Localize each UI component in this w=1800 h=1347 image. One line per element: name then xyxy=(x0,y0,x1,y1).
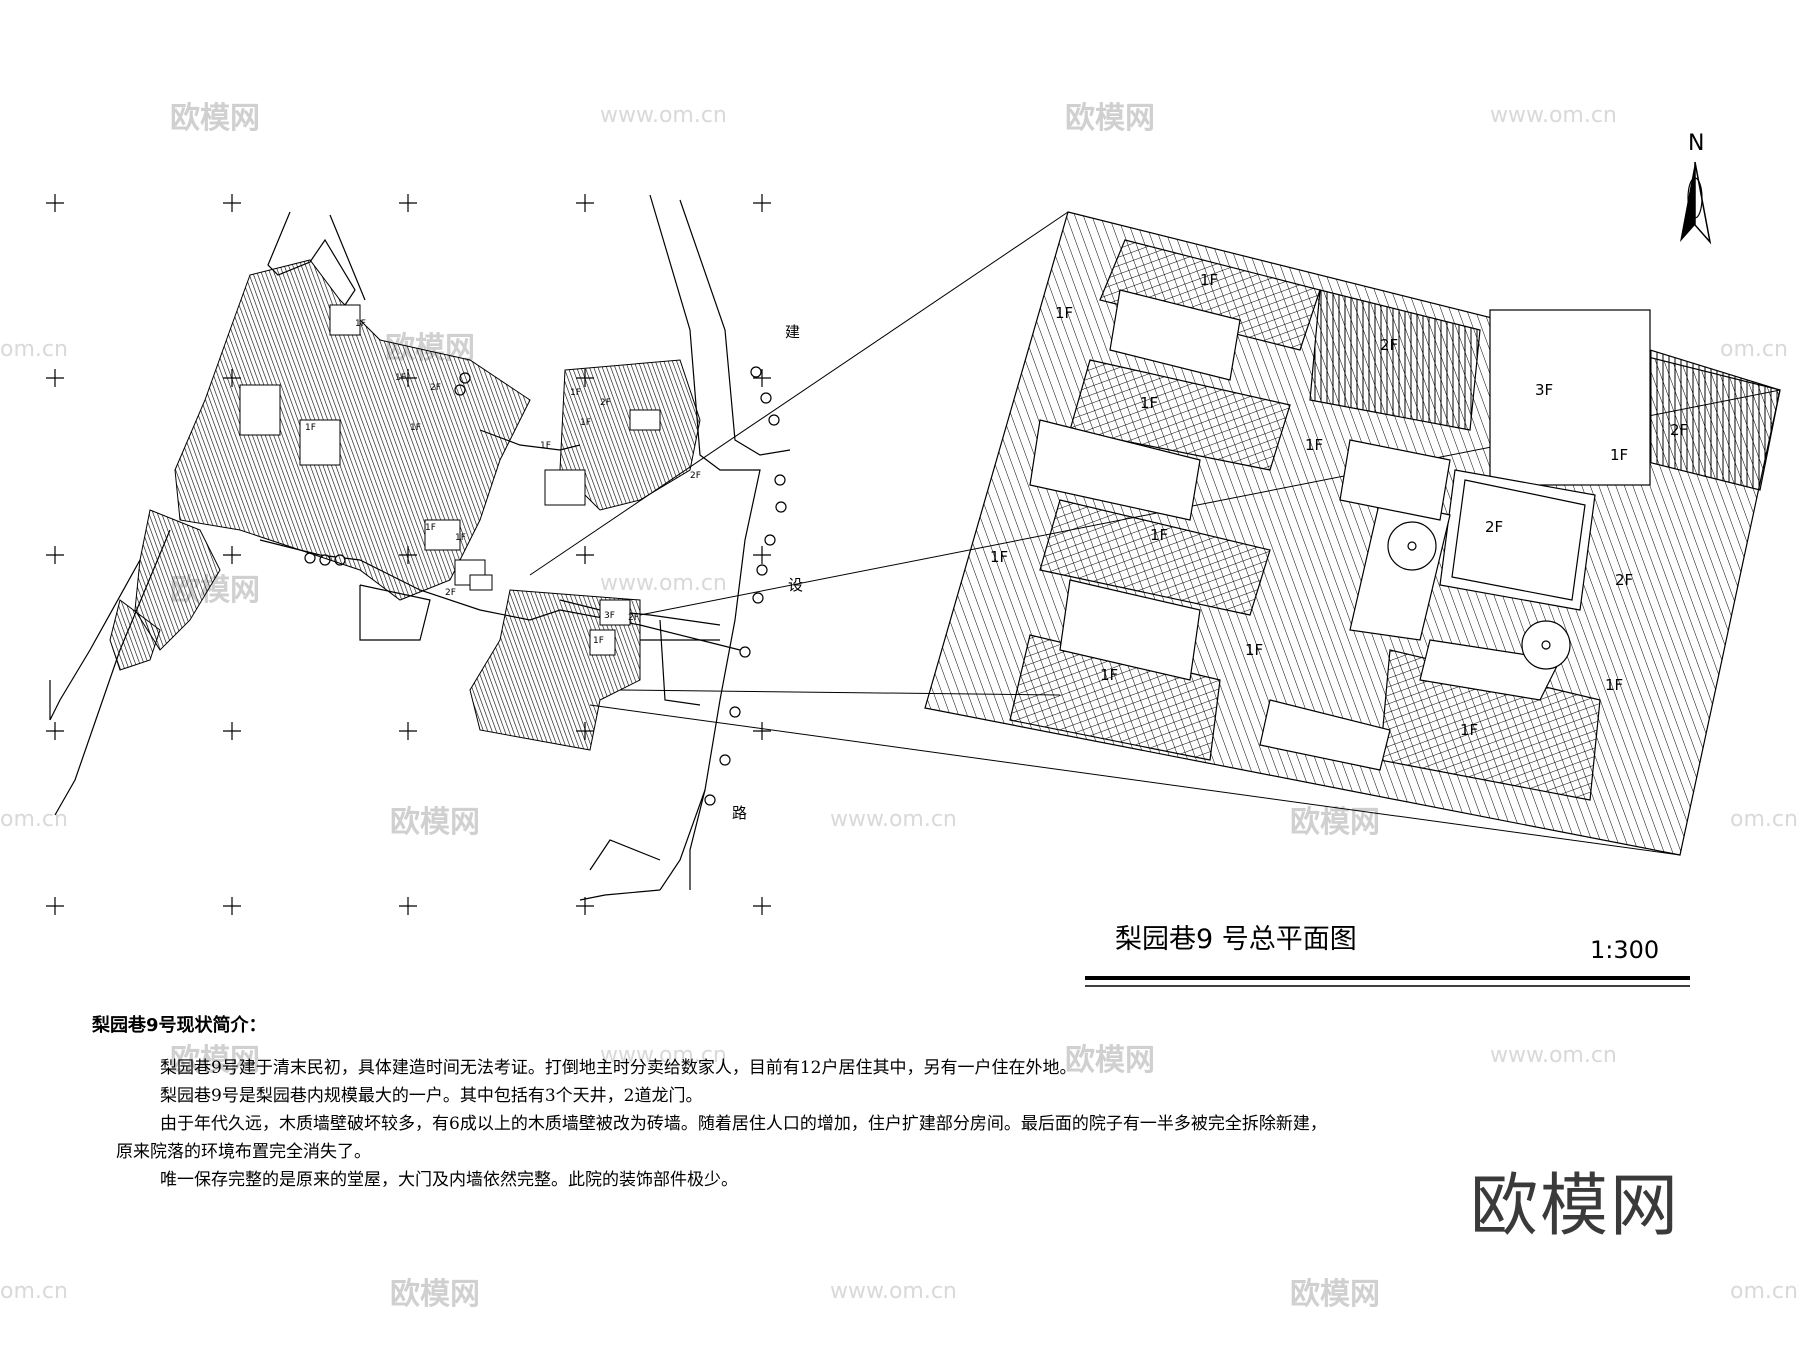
floor-label: 1F xyxy=(425,523,436,533)
floor-label: 1F xyxy=(540,441,551,451)
watermark-url: om.cn xyxy=(0,337,68,362)
drawing-scale: 1:300 xyxy=(1590,936,1659,964)
road-name-char: 路 xyxy=(732,804,747,822)
floor-label: 3F xyxy=(604,611,615,621)
floor-label: 1F xyxy=(1460,721,1478,739)
floor-label: 1F xyxy=(1100,666,1118,684)
floor-label: 1F xyxy=(1055,304,1073,322)
floor-label: 1F xyxy=(1150,526,1168,544)
watermark-logo: 欧模网 xyxy=(170,101,260,136)
intro-paragraph: 梨园巷9号建于清末民初，具体建造时间无法考证。打倒地主时分卖给数家人，目前有12… xyxy=(160,1058,1077,1078)
watermark-url: om.cn xyxy=(1720,337,1788,362)
floor-label: 1F xyxy=(395,373,406,383)
watermark-url: www.om.cn xyxy=(830,807,957,832)
watermark-logo: 欧模网 xyxy=(390,1277,480,1312)
floor-label: 1F xyxy=(1140,394,1158,412)
detail-floor-labels: 1F 1F 2F 3F 1F 1F 2F 1F 2F 1F 1F 1F 1F 1… xyxy=(990,271,1688,739)
road-name-char: 建 xyxy=(785,323,800,341)
watermark-logo: 欧模网 xyxy=(390,805,480,840)
floor-label: 1F xyxy=(1605,676,1623,694)
floor-label: 1F xyxy=(990,548,1008,566)
svg-text:N: N xyxy=(1688,131,1704,156)
watermark-logo: 欧模网 xyxy=(1290,1277,1380,1312)
floor-label: 1F xyxy=(593,636,604,646)
watermark-url: om.cn xyxy=(1730,1279,1798,1304)
floor-label: 2F xyxy=(1670,421,1688,439)
floor-label: 2F xyxy=(445,588,456,598)
watermark-url: www.om.cn xyxy=(830,1279,957,1304)
floor-label: 1F xyxy=(305,423,316,433)
floor-label: 1F xyxy=(1610,446,1628,464)
intro-text-block: 梨园巷9号现状简介： 梨园巷9号建于清末民初，具体建造时间无法考证。打倒地主时分… xyxy=(92,1012,1752,1194)
detail-plan xyxy=(924,211,1781,856)
floor-label: 2F xyxy=(1485,518,1503,536)
north-arrow-icon: N xyxy=(1680,131,1712,245)
floor-label: 2F xyxy=(1615,571,1633,589)
floor-label: 1F xyxy=(1305,436,1323,454)
title-block: 梨园巷9 号总平面图 1:300 xyxy=(1085,924,1690,987)
watermark-logo: 欧模网 xyxy=(170,1043,260,1078)
watermark-logo: 欧模网 xyxy=(1290,805,1380,840)
intro-paragraph: 由于年代久远，木质墙壁破坏较多，有6成以上的木质墙壁被改为砖墙。随着居住人口的增… xyxy=(160,1114,1327,1134)
watermark-logo: 欧模网 xyxy=(1065,1043,1155,1078)
left-site-labels: 1F 1F 2F 1F 1F 2F 1F 1F 2F 1F 3F 2F 1F 2… xyxy=(305,319,701,646)
watermark-url: www.om.cn xyxy=(1490,103,1617,128)
watermark-url: om.cn xyxy=(0,1279,68,1304)
watermark-url: www.om.cn xyxy=(1490,1043,1617,1068)
watermark-logo: 欧模网 xyxy=(1065,101,1155,136)
floor-label: 2F xyxy=(690,471,701,481)
watermark-url: www.om.cn xyxy=(600,571,727,596)
road-name-char: 设 xyxy=(788,576,803,594)
site-plan-left xyxy=(109,259,701,751)
watermark-url: www.om.cn xyxy=(600,1043,727,1068)
watermark-url: www.om.cn xyxy=(600,103,727,128)
floor-label: 1F xyxy=(455,533,466,543)
floor-label: 1F xyxy=(410,423,421,433)
floor-label: 2F xyxy=(430,383,441,393)
floor-label: 1F xyxy=(570,388,581,398)
floor-label: 1F xyxy=(355,319,366,329)
drawing-title: 梨园巷9 号总平面图 xyxy=(1115,924,1357,955)
floor-label: 1F xyxy=(1245,641,1263,659)
watermarks: 欧模网 欧模网 www.om.cn www.om.cn om.cn 欧模网 om… xyxy=(0,101,1798,1312)
floor-label: 2F xyxy=(628,613,639,623)
intro-title: 梨园巷9号现状简介： xyxy=(92,1015,267,1036)
intro-paragraph: 唯一保存完整的是原来的堂屋，大门及内墙依然完整。此院的装饰部件极少。 xyxy=(160,1170,738,1190)
floor-label: 1F xyxy=(580,418,591,428)
floor-label: 2F xyxy=(1380,336,1398,354)
watermark-url: om.cn xyxy=(1730,807,1798,832)
watermark-logo-large: 欧模网 xyxy=(1470,1167,1681,1246)
floor-label: 1F xyxy=(1200,271,1218,289)
intro-paragraph: 原来院落的环境布置完全消失了。 xyxy=(116,1142,371,1162)
floor-label: 3F xyxy=(1535,381,1553,399)
floor-label: 2F xyxy=(600,398,611,408)
intro-paragraph: 梨园巷9号是梨园巷内规模最大的一户。其中包括有3个天井，2道龙门。 xyxy=(160,1086,703,1106)
